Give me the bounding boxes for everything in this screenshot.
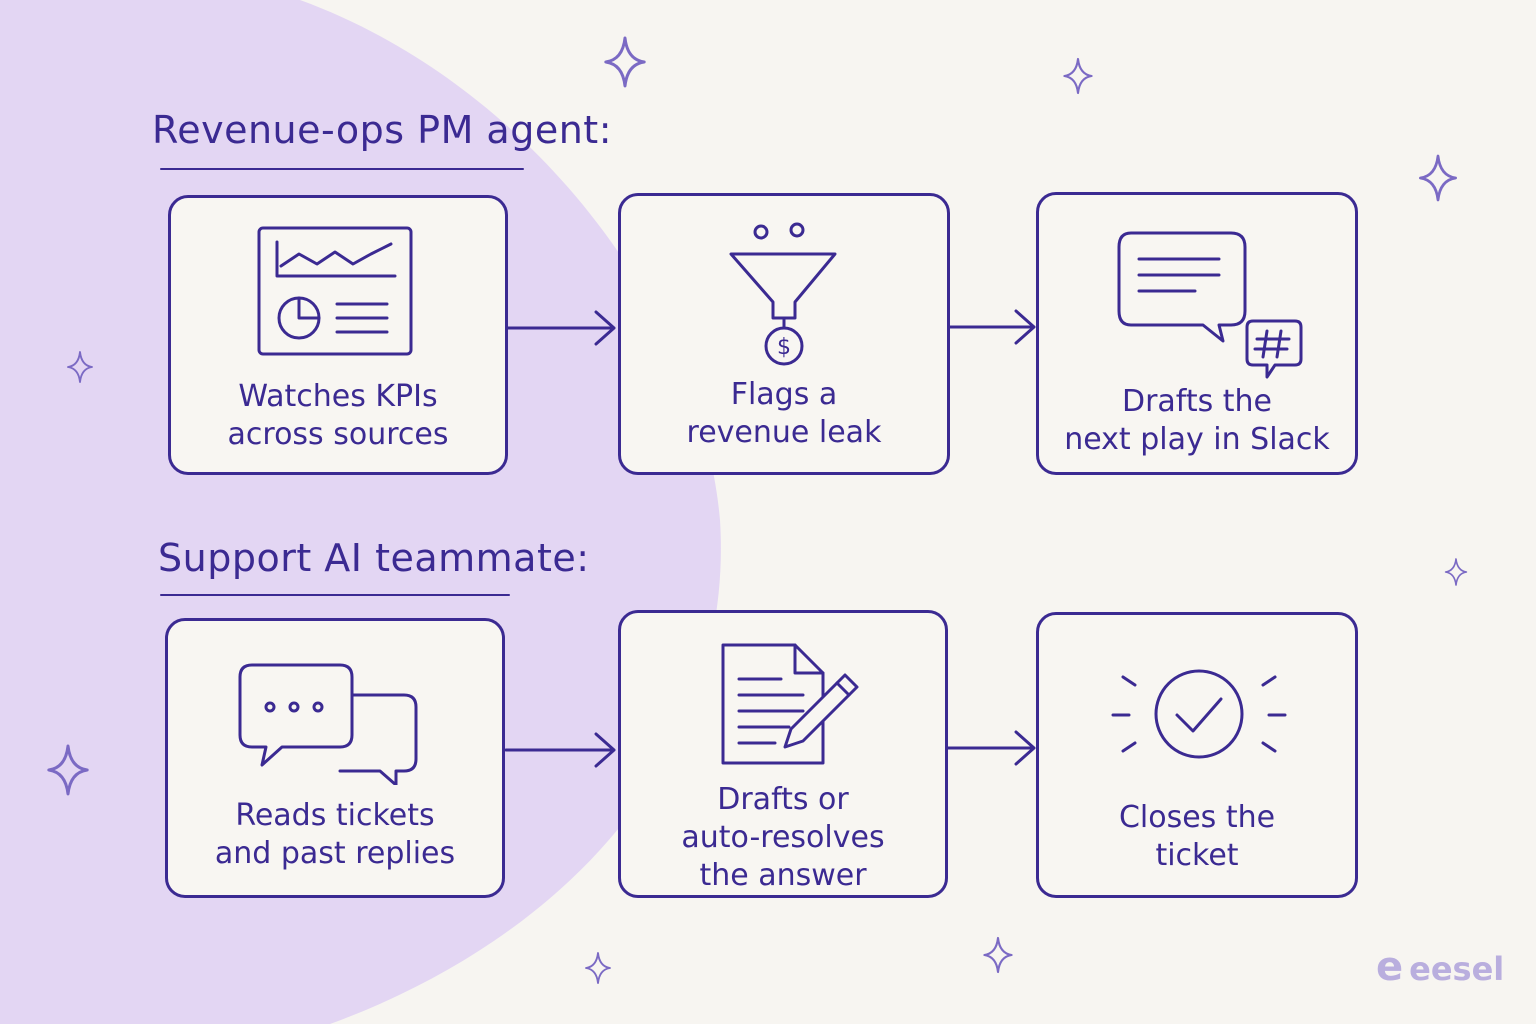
step-label: Reads tickets and past replies [214,798,456,871]
step-card-reads-tickets: Reads tickets and past replies [165,618,505,898]
step-label: Drafts or auto-resolves the answer [681,782,885,893]
step-card-drafts-play: Drafts the next play in Slack [1036,192,1358,475]
logo-text: eesel [1409,950,1505,988]
svg-text:$: $ [777,335,791,360]
step-card-flags-leak: $ Flags a revenue leak [618,193,950,475]
slack-chat-icon [1117,231,1303,379]
step-card-watches-kpis: Watches KPIs across sources [168,195,508,475]
section-heading-support-ai: Support AI teammate: [158,536,590,580]
step-label: Drafts the next play in Slack [1064,384,1330,457]
logo-mark: e [1376,944,1404,990]
funnel-dollar-icon: $ [729,222,837,366]
step-label: Closes the ticket [1118,800,1276,873]
step-label: Flags a revenue leak [686,377,882,450]
step-card-drafts-answer: Drafts or auto-resolves the answer [618,610,948,898]
step-label: Watches KPIs across sources [227,379,449,452]
step-card-closes-ticket: Closes the ticket [1036,612,1358,898]
checkmark-circle-icon [1111,669,1287,759]
heading-underline [160,594,510,596]
heading-underline [160,168,524,170]
dashboard-kpi-icon [257,226,413,356]
document-pencil-icon [721,643,859,765]
section-heading-revenue-ops: Revenue-ops PM agent: [152,108,613,152]
chat-bubbles-icon [238,663,418,785]
